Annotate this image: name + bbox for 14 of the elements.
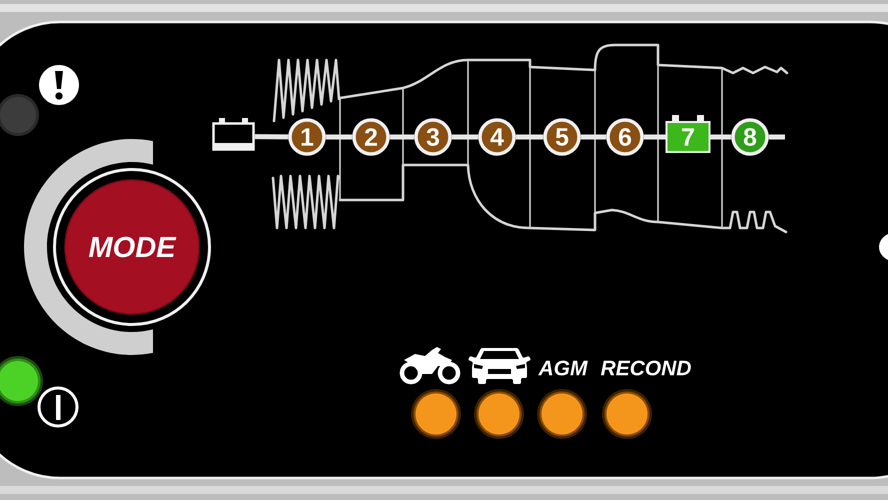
mode-button: MODE: [53, 168, 211, 326]
connector-line: [580, 134, 606, 140]
connector-line: [516, 134, 544, 140]
connector-line: [326, 134, 352, 140]
mode-label: RECOND: [600, 360, 691, 376]
connector-line: [254, 134, 288, 140]
battery-badge: 7: [666, 115, 710, 153]
mode-label: AGM: [538, 360, 588, 376]
connector-line: [644, 134, 666, 140]
battery-icon: [212, 118, 255, 151]
connector-line: [768, 134, 785, 140]
connector-line: [390, 134, 414, 140]
connector-line: [710, 134, 732, 140]
connector-line: [452, 134, 478, 140]
